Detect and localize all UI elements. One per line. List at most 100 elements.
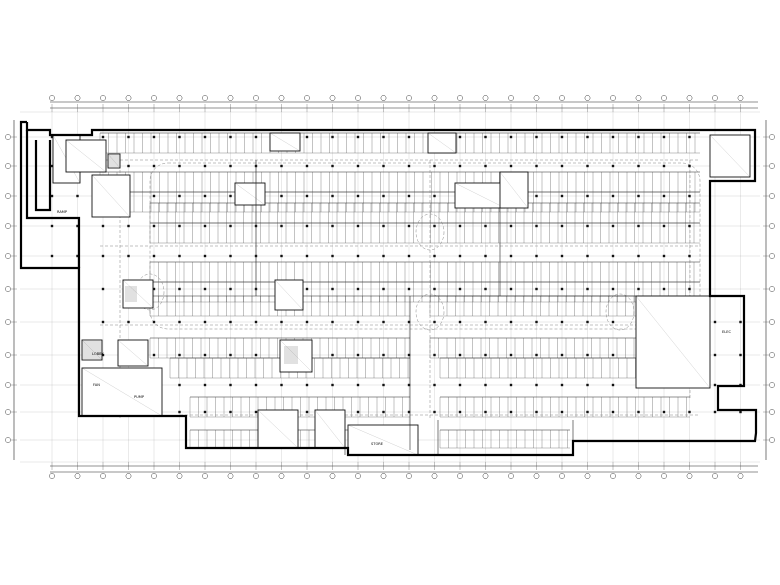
axis-bubble-bottom [610, 473, 616, 479]
column [76, 224, 79, 228]
column [509, 383, 513, 387]
core-rooms [52, 132, 751, 456]
column [433, 254, 436, 258]
column [509, 224, 513, 228]
axis-bubble-top [635, 95, 642, 101]
column [331, 287, 334, 291]
column [535, 353, 538, 357]
core-room-7-hatch [234, 182, 266, 206]
column [50, 135, 54, 139]
column [76, 194, 79, 198]
axis-bubble-bottom [584, 473, 591, 479]
column [356, 320, 360, 324]
column [560, 194, 564, 198]
column [560, 287, 564, 291]
turning-curve [415, 213, 445, 251]
axis-bubble-bottom [559, 473, 565, 479]
inner-wall-1 [25, 130, 81, 268]
axis-bubble-bottom [533, 473, 540, 479]
axis-bubble-top [49, 95, 55, 101]
column [382, 320, 385, 324]
column [484, 383, 487, 387]
axis-bubble-bottom [712, 473, 718, 479]
column [50, 164, 54, 168]
column [178, 383, 181, 387]
column [178, 287, 181, 291]
column [688, 164, 691, 168]
column [739, 320, 742, 324]
axis-bubble-top [329, 95, 336, 101]
column [178, 410, 181, 414]
column [101, 353, 105, 357]
core-room-9 [274, 279, 304, 311]
column [229, 254, 232, 258]
axis-bubble-top [227, 95, 234, 101]
column [586, 135, 589, 139]
column [305, 320, 309, 324]
column [382, 287, 385, 291]
column [407, 383, 411, 387]
column [611, 164, 615, 168]
column [688, 135, 691, 139]
turning-curve [605, 293, 635, 331]
column [229, 320, 232, 324]
axis-bubble-right [769, 382, 775, 388]
column [637, 164, 640, 168]
column [586, 287, 589, 291]
axis-bubble-right [769, 134, 775, 140]
column [637, 224, 640, 228]
room-labels: RAMP FAN PUMP STORE LOBBY ELEC [57, 210, 732, 446]
column [509, 254, 513, 258]
axis-bubble-top [151, 95, 157, 101]
column [586, 353, 589, 357]
axis-bubbles [5, 95, 775, 479]
axis-bubble-bottom [457, 473, 463, 479]
column [458, 353, 462, 357]
column [433, 164, 436, 168]
column [509, 287, 513, 291]
column [356, 254, 360, 258]
core-room-2 [91, 174, 131, 218]
axis-bubble-bottom [482, 473, 489, 479]
axis-bubble-bottom [635, 473, 642, 479]
core-room-12-hatch [709, 134, 751, 178]
column [178, 194, 181, 198]
axis-bubble-top [125, 95, 132, 101]
axis-bubble-top [584, 95, 591, 101]
column [560, 224, 564, 228]
column [203, 320, 207, 324]
column [382, 164, 385, 168]
column [535, 135, 538, 139]
column [688, 194, 691, 198]
column [535, 164, 538, 168]
column [229, 224, 232, 228]
axis-bubble-right [769, 286, 775, 292]
column [688, 410, 691, 414]
column [688, 287, 691, 291]
axis-bubble-bottom [202, 473, 208, 479]
column [127, 224, 130, 228]
axis-bubble-top [406, 95, 412, 101]
axis-bubble-bottom [686, 473, 693, 479]
core-room-5 [454, 182, 506, 209]
column [509, 135, 513, 139]
driveway-loop [149, 162, 701, 330]
core-room-7 [234, 182, 266, 206]
column [356, 287, 360, 291]
column [586, 383, 589, 387]
axis-bubble-left [5, 253, 11, 259]
axis-bubble-bottom [406, 473, 412, 479]
column [509, 353, 513, 357]
core-room-8-hatch [122, 279, 154, 309]
column [586, 224, 589, 228]
axis-bubble-bottom [253, 473, 259, 479]
core-room-14-hatch [314, 409, 346, 449]
column [331, 135, 334, 139]
column [254, 135, 258, 139]
axis-bubble-right [769, 352, 775, 358]
stair-1 [107, 153, 121, 169]
column [331, 194, 334, 198]
column [152, 164, 156, 168]
column [101, 254, 105, 258]
column [739, 353, 742, 357]
